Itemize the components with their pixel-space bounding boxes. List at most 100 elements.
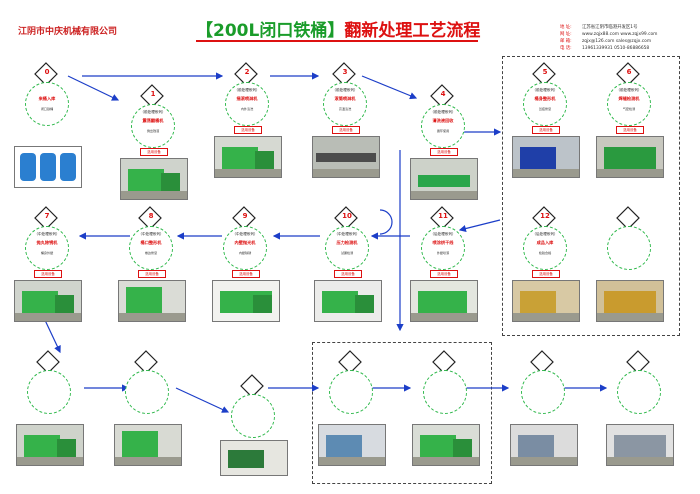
step-desc: 试漏检测 — [340, 251, 354, 255]
equipment-tag: 选用设备 — [140, 148, 168, 156]
hall-photo — [510, 424, 578, 466]
step-circle — [617, 370, 661, 414]
step-circle — [225, 82, 269, 126]
step-name: 摇滚喷淋机 — [236, 96, 258, 101]
step-desc: 凹痕修复 — [538, 107, 552, 111]
machine-photo — [596, 136, 664, 178]
step-name: 桶口整形机 — [140, 240, 162, 245]
contact-row: 电 话:13961339931 0510-86886658 — [560, 45, 657, 52]
company-name: 江阴市中庆机械有限公司 — [18, 27, 118, 37]
contact-value: 江苏省江阴市临港开发区1号 — [582, 25, 638, 30]
step-system: （前处理系列） — [616, 88, 642, 92]
machine-photo — [120, 158, 188, 200]
machine-photo — [16, 424, 84, 466]
step-desc: 内壁除锈 — [238, 251, 252, 255]
step-number: 3 — [342, 68, 348, 76]
step-system: （中处理系列） — [34, 232, 60, 236]
step-circle — [521, 370, 565, 414]
step-circle — [607, 226, 651, 270]
title-part-2: 翻新处理工艺流程 — [344, 21, 481, 41]
step-system: （中处理系列） — [232, 232, 258, 236]
step-desc: 高温清洗 — [338, 107, 352, 111]
step-system: （前处理系列） — [532, 88, 558, 92]
equipment-tag: 选用设备 — [234, 126, 262, 134]
machine-photo — [314, 280, 382, 322]
step-system: （前处理系列） — [430, 110, 456, 114]
step-circle — [131, 104, 175, 148]
step-desc: 气密检测 — [622, 107, 636, 111]
machine-photo — [214, 136, 282, 178]
step-circle — [423, 370, 467, 414]
contact-label: 网 址: — [560, 32, 572, 38]
line-photo — [410, 158, 478, 200]
step-name: 桶身整形机 — [534, 96, 556, 101]
step-name: 震荡翻桶机 — [142, 118, 164, 123]
step-name: 喷涂烘干线 — [432, 240, 454, 245]
title-underline — [196, 40, 478, 42]
step-circle — [25, 82, 69, 126]
step-desc: 卷边修复 — [144, 251, 158, 255]
step-circle — [323, 82, 367, 126]
equipment-tag: 选用设备 — [138, 270, 166, 278]
step-desc: 内外清洗 — [240, 107, 254, 111]
step-system: （中处理系列） — [334, 232, 360, 236]
step-number: 8 — [148, 212, 154, 220]
drums-photo — [14, 146, 82, 188]
step-number: 4 — [440, 90, 446, 98]
hall-photo — [606, 424, 674, 466]
equipment-tag: 选用设备 — [232, 270, 260, 278]
contact-value: www.zqjx88.com www.zqjx99.com — [582, 32, 658, 38]
step-name: 抛丸除锈机 — [36, 240, 58, 245]
hall-photo — [512, 280, 580, 322]
equipment-tag: 选用设备 — [34, 270, 62, 278]
line-photo — [312, 136, 380, 178]
contact-row: 地 址:江苏省江阴市临港开发区1号 — [560, 24, 657, 31]
step-circle — [25, 226, 69, 270]
step-desc: 外壁喷漆 — [436, 251, 450, 255]
equipment-tag: 选用设备 — [332, 126, 360, 134]
line-photo — [410, 280, 478, 322]
step-circle — [421, 104, 465, 148]
step-circle — [523, 226, 567, 270]
step-desc: 检验合格 — [538, 251, 552, 255]
step-number: 1 — [150, 90, 156, 98]
contact-row: 网 址: www.zqjx88.com www.zqjx99.com — [560, 31, 657, 38]
contact-row: 邮 箱:zqjx@126.com sales@zqjx.com — [560, 38, 657, 45]
step-desc: 倒出残液 — [146, 129, 160, 133]
equipment-tag: 选用设备 — [430, 270, 458, 278]
contact-label: 邮 箱: — [560, 39, 572, 45]
machine-photo — [114, 424, 182, 466]
equipment-tag: 选用设备 — [532, 270, 560, 278]
arrow-bypass-arc — [379, 209, 393, 235]
step-system: （前处理系列） — [234, 88, 260, 92]
step-number: 9 — [242, 212, 248, 220]
contact-value: 13961339931 0510-86886658 — [582, 46, 650, 52]
step-system: （前处理系列） — [140, 110, 166, 114]
step-number: 10 — [342, 212, 352, 220]
post-process-group-frame — [502, 56, 680, 336]
step-circle — [27, 370, 71, 414]
step-circle — [329, 370, 373, 414]
machine-photo — [212, 280, 280, 322]
arrow-0-1 — [67, 75, 120, 101]
machine-photo — [512, 136, 580, 178]
step-number: 2 — [244, 68, 250, 76]
step-system: （后处理系列） — [532, 232, 558, 236]
step-circle — [129, 226, 173, 270]
arrow-row3-2 — [175, 387, 230, 413]
equipment-tag: 选用设备 — [532, 126, 560, 134]
machine-photo — [118, 280, 186, 322]
machine-photo — [14, 280, 82, 322]
step-circle — [125, 370, 169, 414]
arrow-5-6 — [458, 219, 501, 233]
step-system: （后处理系列） — [430, 232, 456, 236]
step-system: （中处理系列） — [138, 232, 164, 236]
step-number: 5 — [542, 68, 548, 76]
equipment-tag: 选用设备 — [616, 126, 644, 134]
step-name: 来桶入库 — [38, 96, 56, 101]
step-name: 滚筒喷淋机 — [334, 96, 356, 101]
step-number: 11 — [438, 212, 448, 220]
step-number: 12 — [540, 212, 550, 220]
